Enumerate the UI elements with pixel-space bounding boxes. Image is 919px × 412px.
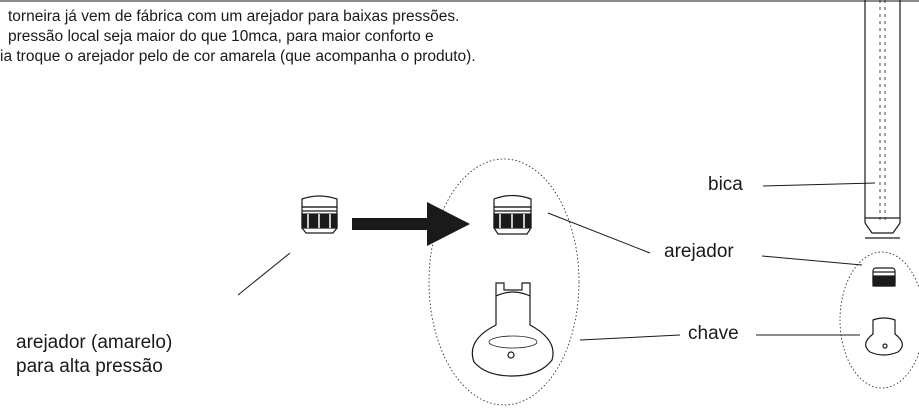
yellow-aerator-icon <box>301 195 338 234</box>
leader-chave <box>579 334 681 341</box>
label-arejador: arejador <box>664 241 734 262</box>
instructions-text: torneira já vem de fábrica com um arejad… <box>0 7 700 67</box>
label-chave: chave <box>688 323 739 344</box>
large-dotted-ellipse <box>428 158 580 406</box>
leader-bica <box>762 182 876 187</box>
key-icon <box>471 282 554 377</box>
small-aerator-icon <box>872 267 896 287</box>
instructions-line-3: ia troque o arejador pelo de cor amarela… <box>0 48 476 65</box>
label-arejador-amarelo-line1: arejador (amarelo) <box>16 332 173 353</box>
instructions-line-1: torneira já vem de fábrica com um arejad… <box>8 8 460 25</box>
aerator-icon <box>493 194 532 235</box>
spout-bica-drawing <box>864 0 901 239</box>
arrow-icon <box>352 202 470 246</box>
instructions-line-2: pressão local seja maior do que 10mca, p… <box>8 28 434 45</box>
leader-arejador-amarelo <box>237 252 291 296</box>
label-arejador-amarelo-line2: para alta pressão <box>16 356 163 377</box>
small-dotted-ellipse <box>839 251 919 389</box>
leader-arejador <box>547 212 651 254</box>
small-key-icon <box>865 317 903 356</box>
label-arejador-amarelo: arejador (amarelo) para alta pressão <box>16 331 172 379</box>
label-bica: bica <box>708 174 743 195</box>
leader-arejador-small <box>761 255 863 266</box>
